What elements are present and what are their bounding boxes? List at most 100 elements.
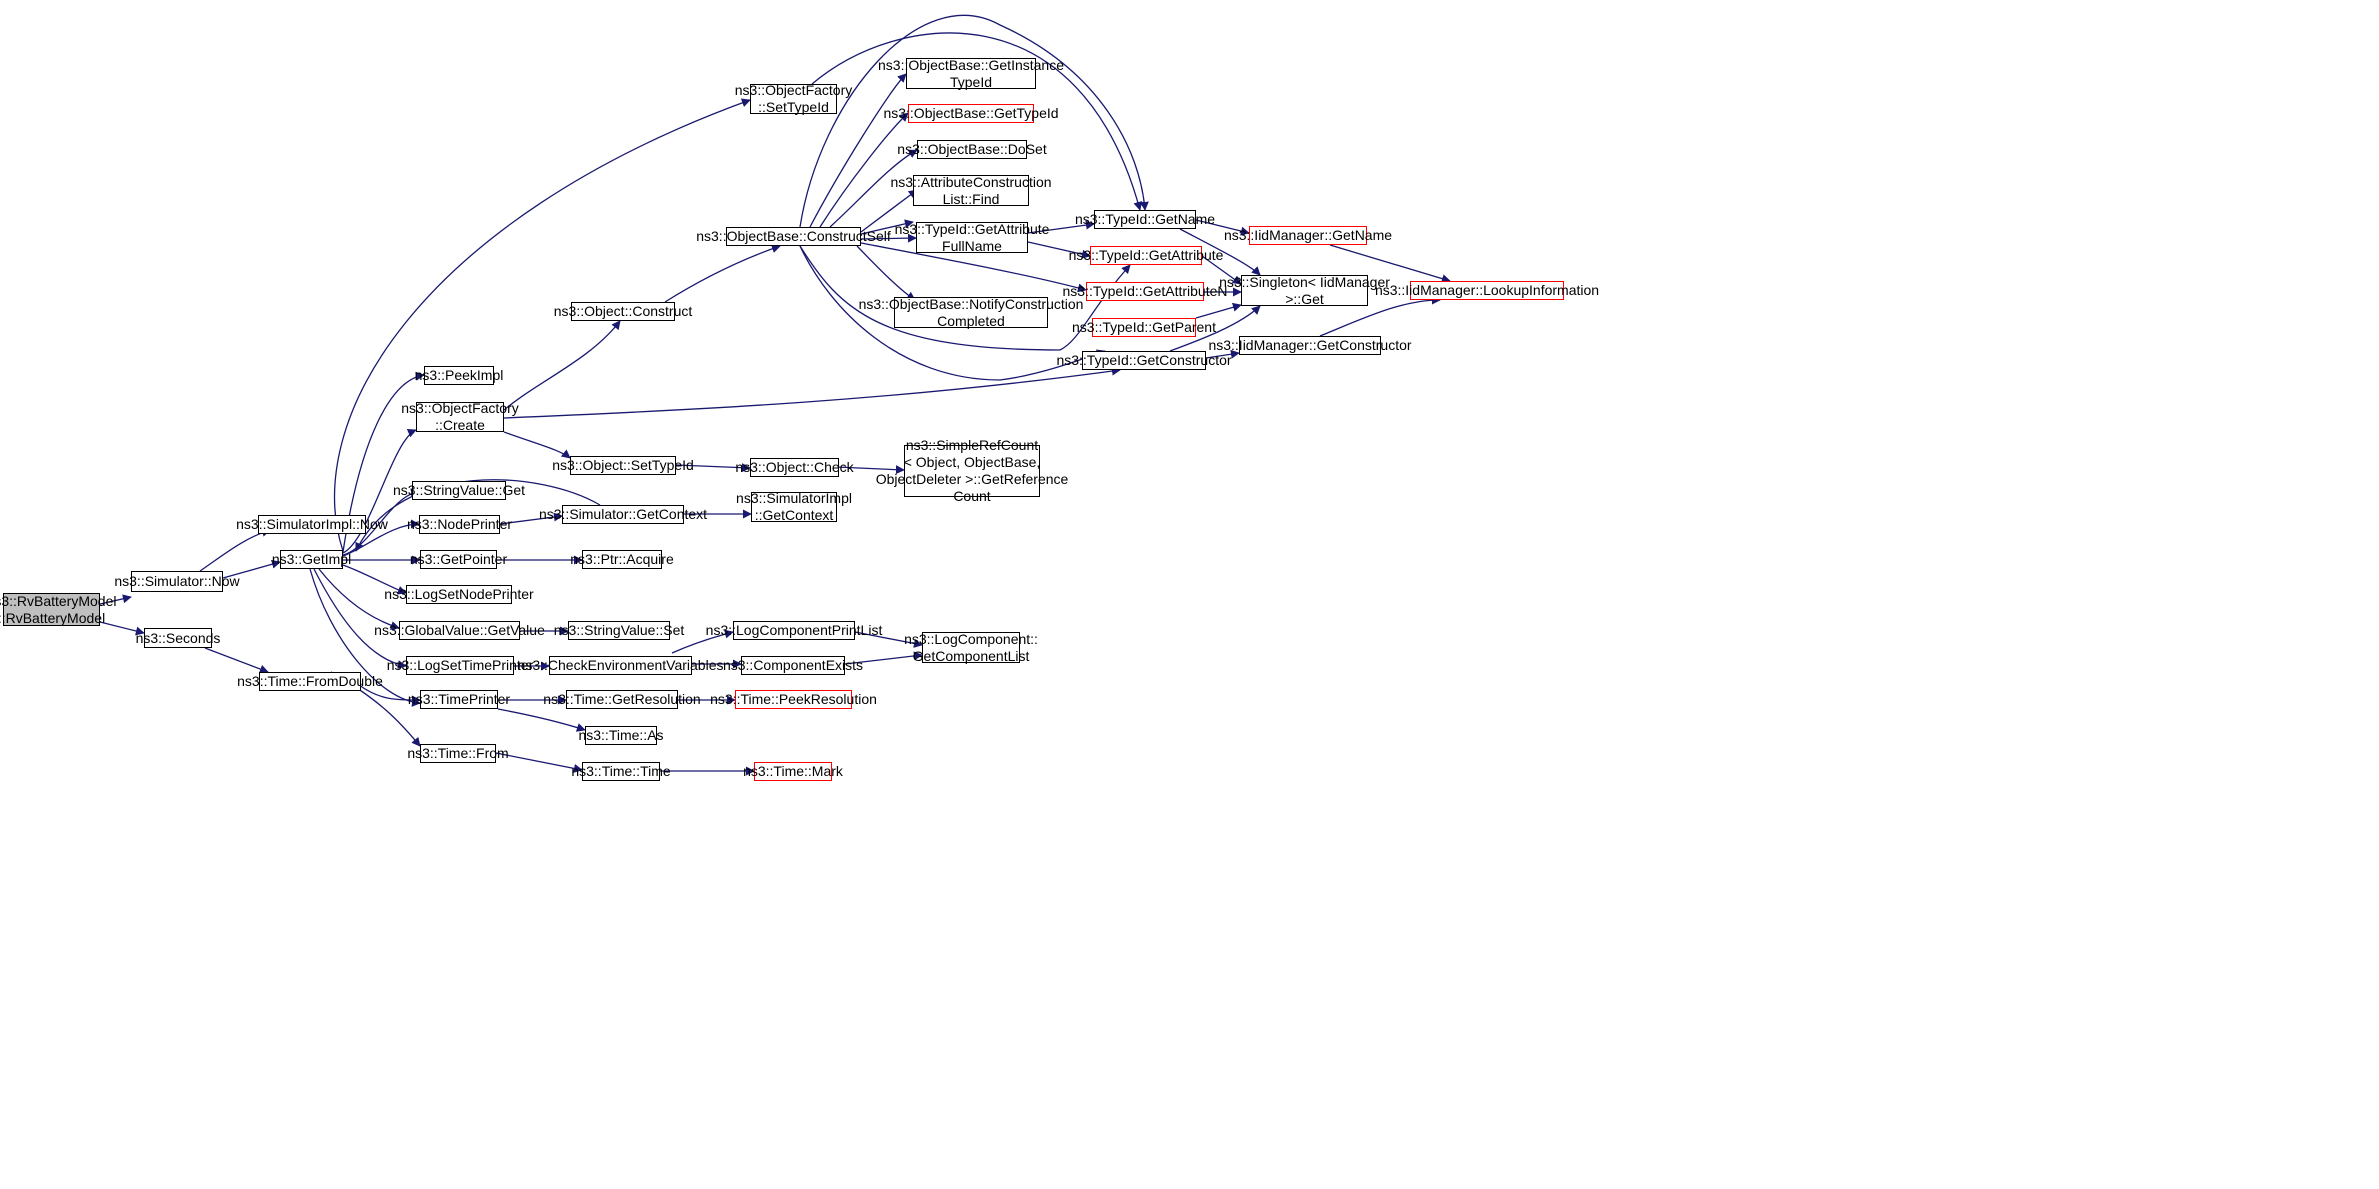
node-constructself[interactable]: ns3::ObjectBase::ConstructSelf <box>696 227 891 246</box>
call-edge <box>1201 255 1242 285</box>
node-label-line: ::Create <box>435 417 485 433</box>
call-edge <box>799 245 1106 381</box>
node-gv-getvalue[interactable]: ns3::GlobalValue::GetValue <box>374 621 545 640</box>
node-iid-lookup[interactable]: ns3::IidManager::LookupInformation <box>1375 281 1599 300</box>
node-simplerefcount[interactable]: ns3::SimpleRefCount< Object, ObjectBase,… <box>876 437 1069 504</box>
node-tid-getname[interactable]: ns3::TypeId::GetName <box>1075 210 1215 229</box>
call-edge <box>854 631 923 648</box>
node-tid-getattr[interactable]: ns3::TypeId::GetAttribute <box>1069 246 1223 265</box>
node-label-line: ns3::ObjectFactory <box>734 82 853 98</box>
node-label-line: ::GetContext <box>754 507 834 523</box>
node-checkenv[interactable]: ns3::CheckEnvironmentVariables <box>518 656 723 675</box>
call-edge <box>809 73 907 228</box>
node-label-line: ns3::ObjectBase::GetInstance <box>878 56 1064 73</box>
node-tid-getconstructor[interactable]: ns3::TypeId::GetConstructor <box>1056 351 1232 370</box>
node-label-line: ns3::StringValue::Get <box>392 482 526 498</box>
node-time-as[interactable]: ns3::Time::As <box>578 726 664 745</box>
node-label-line: ns3::ComponentExists <box>722 657 864 673</box>
call-edge <box>342 564 407 595</box>
call-edge <box>829 149 918 228</box>
call-edge <box>503 431 571 459</box>
node-timeprinter[interactable]: ns3::TimePrinter <box>408 690 510 709</box>
node-obj-settypeid[interactable]: ns3::Object::SetTypeId <box>552 456 694 475</box>
node-label-line: ns3::Singleton< IidManager <box>1219 273 1390 290</box>
node-label-line: ns3::Object::SetTypeId <box>552 457 694 473</box>
call-edge <box>99 594 132 605</box>
node-label-line: ns3::IidManager::GetConstructor <box>1208 337 1412 353</box>
call-edge <box>1169 305 1261 352</box>
node-label-line: < Object, ObjectBase, <box>903 454 1041 470</box>
node-obj-check[interactable]: ns3::Object::Check <box>735 458 854 477</box>
node-label-line: ns3::Time::From <box>407 745 509 761</box>
node-of-settypeid[interactable]: ns3::ObjectFactory::SetTypeId <box>735 82 853 115</box>
node-sim-now[interactable]: ns3::Simulator::Now <box>114 571 240 592</box>
node-label-line: ns3::GetImpl <box>271 551 352 567</box>
node-label-line: ns3::ObjectBase::NotifyConstruction <box>858 295 1084 312</box>
node-simimpl-now[interactable]: ns3::SimulatorImpl::Now <box>236 515 388 534</box>
node-label-line: ns3::LogComponentPrintList <box>705 622 883 638</box>
node-iid-getname[interactable]: ns3::IidManager::GetName <box>1224 226 1392 245</box>
node-root[interactable]: ns3::RvBatteryModel::RvBatteryModel <box>0 593 116 626</box>
node-label-line: ns3::AttributeConstruction <box>890 173 1052 190</box>
node-singleton-get[interactable]: ns3::Singleton< IidManager>::Get <box>1219 274 1390 307</box>
node-seconds[interactable]: ns3::Seconds <box>136 628 220 648</box>
call-edge <box>1195 302 1242 319</box>
node-lc-printlist[interactable]: ns3::LogComponentPrintList <box>706 621 882 640</box>
node-obj-construct[interactable]: ns3::Object::Construct <box>554 302 692 321</box>
node-simimpl-getcontext[interactable]: ns3::SimulatorImpl::GetContext <box>736 490 852 523</box>
node-label-line: ns3::GlobalValue::GetValue <box>374 622 545 638</box>
call-edge <box>499 512 563 525</box>
node-of-create[interactable]: ns3::ObjectFactory::Create <box>401 400 519 433</box>
node-getimpl[interactable]: ns3::GetImpl <box>272 550 351 569</box>
node-time-from[interactable]: ns3::Time::From <box>407 744 509 763</box>
call-edge <box>664 244 781 303</box>
call-edge <box>334 98 751 552</box>
node-label-line: >::Get <box>1285 290 1324 307</box>
call-edge <box>844 651 923 665</box>
node-label-line: List::Find <box>942 190 1000 207</box>
node-compexists[interactable]: ns3::ComponentExists <box>723 656 863 675</box>
node-peekresolution[interactable]: ns3::Time::PeekResolution <box>710 690 877 709</box>
node-label-line: ns3::ObjectBase::GetTypeId <box>883 105 1059 121</box>
node-lc-getlist[interactable]: ns3::LogComponent::GetComponentList <box>904 631 1038 664</box>
node-label-line: ns3::LogSetTimePrinter <box>386 657 534 673</box>
node-label-line: ns3::NodePrinter <box>406 516 513 532</box>
node-label-line: ns3::Time::FromDouble <box>237 673 383 689</box>
node-label-line: ns3::TypeId::GetAttribute <box>894 220 1050 237</box>
node-time-time[interactable]: ns3::Time::Time <box>571 762 671 781</box>
node-ob-doset[interactable]: ns3::ObjectBase::DoSet <box>897 140 1047 159</box>
call-edge <box>675 463 751 473</box>
call-edge <box>671 629 734 654</box>
call-edge <box>860 219 914 235</box>
node-fromdouble[interactable]: ns3::Time::FromDouble <box>237 672 383 691</box>
node-logtimeprinter[interactable]: ns3::LogSetTimePrinter <box>387 656 533 675</box>
node-peekimpl[interactable]: ns3::PeekImpl <box>415 366 503 385</box>
node-iid-getconstructor[interactable]: ns3::IidManager::GetConstructor <box>1208 336 1412 355</box>
call-edge <box>342 488 420 556</box>
call-edge <box>1195 219 1250 236</box>
call-edge <box>856 245 916 301</box>
node-label-line: ns3::Ptr::Acquire <box>570 551 674 567</box>
node-label-line: ns3::GetPointer <box>409 551 508 567</box>
node-getresolution[interactable]: ns3::Time::GetResolution <box>543 690 701 709</box>
node-ptr-acquire[interactable]: ns3::Ptr::Acquire <box>570 550 674 569</box>
node-time-mark[interactable]: ns3::Time::Mark <box>743 762 843 781</box>
node-tid-getattrn[interactable]: ns3::TypeId::GetAttributeN <box>1063 282 1228 301</box>
node-tid-getparent[interactable]: ns3::TypeId::GetParent <box>1072 318 1216 337</box>
call-edge <box>860 242 1087 293</box>
node-sv-get[interactable]: ns3::StringValue::Get <box>393 481 525 500</box>
node-ob-gettypeid[interactable]: ns3::ObjectBase::GetTypeId <box>883 104 1059 123</box>
node-sv-set[interactable]: ns3::StringValue::Set <box>554 621 684 640</box>
node-lognodeprinter[interactable]: ns3::LogSetNodePrinter <box>384 585 534 604</box>
node-sim-getcontext[interactable]: ns3::Simulator::GetContext <box>539 505 707 524</box>
node-nodeprinter[interactable]: ns3::NodePrinter <box>407 515 512 534</box>
node-label-line: ns3::PeekImpl <box>414 367 504 383</box>
node-getpointer[interactable]: ns3::GetPointer <box>410 550 507 569</box>
node-label-line: ns3::Time::Mark <box>743 763 843 779</box>
node-label-line: ns3::RvBatteryModel <box>0 592 117 609</box>
